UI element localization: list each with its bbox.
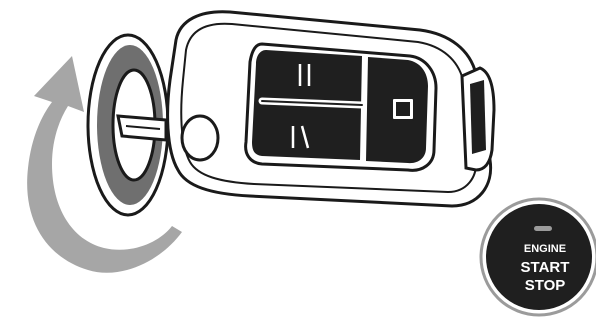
start-button-label-engine: ENGINE	[524, 243, 566, 255]
start-button-indicator-light	[534, 226, 552, 231]
start-button-face	[486, 204, 592, 310]
fob-hinge-insert	[470, 80, 486, 154]
start-button-label-start: START	[521, 259, 570, 276]
flip-release-button	[182, 116, 218, 160]
start-button-label-stop: STOP	[525, 277, 566, 294]
engine-start-stop-button: ENGINE START STOP	[481, 199, 596, 315]
key-fob	[118, 12, 494, 206]
